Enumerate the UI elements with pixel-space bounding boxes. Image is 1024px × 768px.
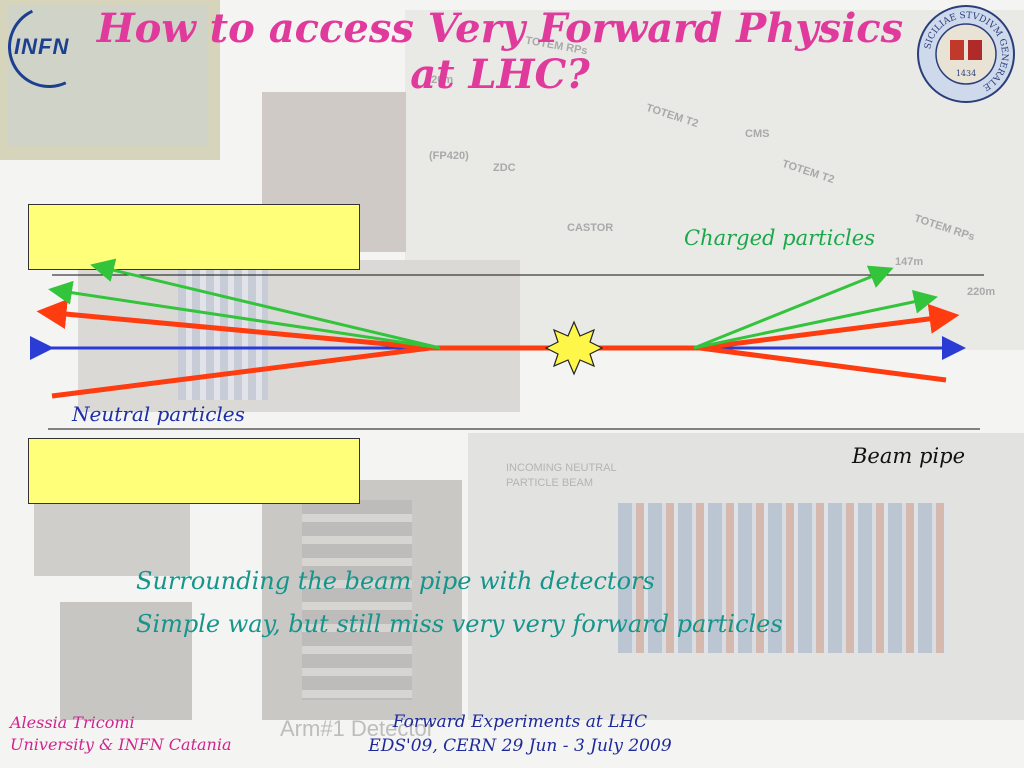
yellow-box-bottom <box>28 438 360 504</box>
footer-conference: Forward Experiments at LHC EDS'09, CERN … <box>280 710 760 758</box>
bg-tag: CASTOR <box>567 222 614 234</box>
neutral-track <box>36 299 431 351</box>
author-affiliation: University & INFN Catania <box>10 735 232 754</box>
charged-track <box>693 289 938 350</box>
charged-track <box>48 280 441 350</box>
collision-point-star-icon <box>544 320 604 376</box>
background-photo-rack <box>262 480 462 720</box>
bg-tag: CMS <box>745 128 770 140</box>
bg-tag: 220m <box>967 286 996 298</box>
infn-logo-text: INFN <box>14 34 70 59</box>
slide-title: How to access Very Forward Physics at LH… <box>96 5 904 98</box>
background-arm-label: Arm#1 Detector <box>280 716 435 741</box>
beam-pipe-label: Beam pipe <box>852 444 965 468</box>
bullet-text: Surrounding the beam pipe with detectors <box>136 567 655 595</box>
yellow-box-top <box>28 204 360 270</box>
calorimeter-caption-line: INCOMING NEUTRAL <box>506 462 617 474</box>
conference-details: EDS'09, CERN 29 Jun - 3 July 2009 <box>368 736 672 756</box>
background-calorimeter-drawing: INCOMING NEUTRAL PARTICLE BEAM <box>468 433 1024 720</box>
calorimeter-caption: INCOMING NEUTRAL PARTICLE BEAM <box>506 461 617 491</box>
author-name: Alessia Tricomi <box>10 713 135 732</box>
neutral-track <box>699 345 947 383</box>
bg-tag: (FP420) <box>429 150 469 162</box>
neutral-track <box>699 303 960 351</box>
bg-tag: 420m <box>425 74 454 86</box>
neutral-particles-label: Neutral particles <box>72 402 245 426</box>
charged-particles-label: Charged particles <box>684 226 875 250</box>
charged-track <box>90 258 441 350</box>
background-photo-detector <box>0 0 220 160</box>
university-seal-logo: SICILIAE STVDIVM GENERALE 1434 <box>917 5 1015 103</box>
footer-author: Alessia Tricomi University & INFN Catani… <box>10 712 232 756</box>
bg-tag: 147m <box>895 256 924 268</box>
conference-title: Forward Experiments at LHC <box>392 712 648 732</box>
neutral-track <box>51 345 431 399</box>
calorimeter-caption-line: PARTICLE BEAM <box>506 477 594 489</box>
charged-track <box>693 265 894 350</box>
bullet-text: Simple way, but still miss very very for… <box>136 610 783 638</box>
bg-tag: ZDC <box>493 162 516 174</box>
seal-year: 1434 <box>956 69 976 78</box>
background-photo-small <box>60 602 192 720</box>
infn-logo: INFN <box>0 0 102 100</box>
background-photo-small <box>34 500 190 576</box>
